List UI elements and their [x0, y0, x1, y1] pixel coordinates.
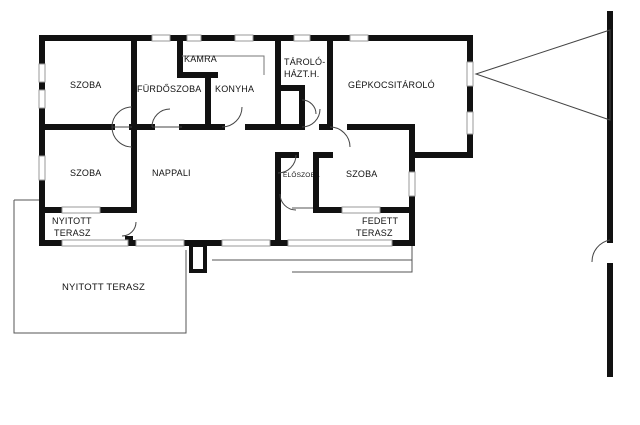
label-konyha: KONYHA — [215, 84, 254, 94]
window-bottom-5 — [341, 206, 381, 214]
window-right-room — [408, 171, 416, 197]
label-nyitott-terasz-small-2: TERASZ — [54, 228, 91, 238]
door-lower — [279, 193, 297, 211]
window-top-5 — [349, 34, 369, 42]
window-bottom-6 — [287, 239, 393, 247]
label-nyitott-terasz-small-1: NYITOTT — [52, 216, 92, 226]
window-bottom-2 — [135, 239, 185, 247]
door-right-room — [329, 126, 351, 148]
window-bottom-4 — [61, 206, 101, 214]
label-tarolo-2: HÁZT.H. — [284, 69, 319, 79]
doors — [111, 99, 611, 263]
window-left-3 — [38, 155, 46, 181]
door-kitchen — [221, 106, 243, 128]
kitchen-counter — [182, 55, 265, 75]
door-bath — [151, 108, 182, 128]
label-szoba-top-left: SZOBA — [70, 80, 102, 90]
label-tarolo-1: TÁROLÓ- — [284, 57, 325, 67]
window-bottom-1 — [61, 239, 129, 247]
label-kamra: KAMRA — [184, 54, 217, 64]
door-terrace — [121, 221, 137, 237]
window-bottom-3 — [221, 239, 271, 247]
label-gepkocsitarolo: GÉPKOCSITÁROLÓ — [348, 80, 435, 90]
windows — [38, 34, 474, 247]
label-nyitott-terasz-big: NYITOTT TERASZ — [62, 282, 145, 293]
door-storage — [301, 99, 317, 115]
window-top-2 — [186, 34, 202, 42]
window-left-2 — [38, 89, 46, 109]
label-szoba-mid-left: SZOBA — [70, 168, 102, 178]
window-top-4 — [293, 34, 311, 42]
door-szoba1 — [111, 126, 133, 148]
label-szoba-right: SZOBA — [346, 169, 378, 179]
label-fedett-terasz-1: FEDETT — [362, 216, 399, 226]
column-block — [125, 236, 133, 246]
open-terrace-outline-left — [13, 200, 187, 334]
window-top-3 — [234, 34, 254, 42]
window-garage-1 — [466, 61, 474, 87]
label-furdoszoba: FÜRDŐSZOBA — [137, 84, 202, 94]
garage-door-opening — [474, 29, 611, 121]
pillar — [189, 243, 207, 273]
door-hall-2 — [277, 154, 297, 174]
door-szoba2 — [111, 106, 133, 128]
label-nappali: NAPPALI — [152, 168, 191, 178]
walls — [39, 11, 613, 377]
door-far-right — [591, 239, 611, 263]
label-eloszoba: ELŐSZOBA — [283, 170, 320, 179]
window-top-1 — [151, 34, 171, 42]
label-fedett-terasz-2: TERASZ — [356, 228, 393, 238]
window-left-1 — [38, 63, 46, 83]
door-hall — [301, 108, 321, 128]
window-garage-2 — [466, 111, 474, 135]
